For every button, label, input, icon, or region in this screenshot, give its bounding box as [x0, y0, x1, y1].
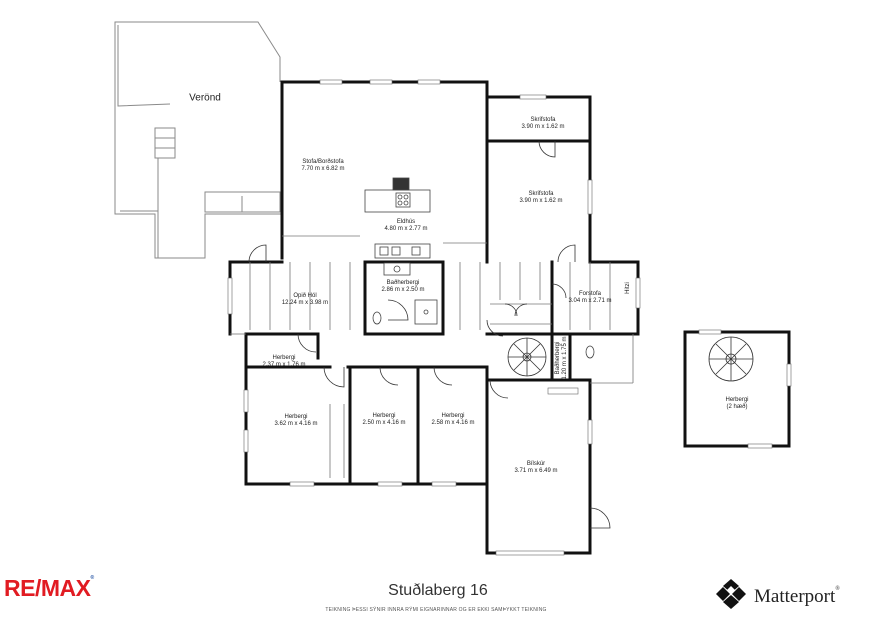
room-label-herbergi-2: Herbergi 2.50 m x 4.16 m	[362, 413, 405, 427]
room-label-bilskur: Bílskúr 3.71 m x 6.49 m	[514, 461, 557, 475]
room-label-hitzi: Hitzi	[625, 282, 631, 294]
room-label-skrifstofa: Skrifstofa 3.90 m x 1.62 m	[519, 191, 562, 205]
room-dims: 4.80 m x 2.77 m	[384, 226, 428, 232]
room-dims: 2.37 m x 1.76 m	[262, 362, 306, 368]
room-name: Herbergi	[272, 355, 296, 361]
windows	[227, 79, 792, 556]
room-name: Herbergi	[284, 414, 308, 420]
room-label-stofa: Stofa/Borðstofa 7.70 m x 6.82 m	[301, 159, 344, 173]
remax-logo: RE/MAX®	[4, 575, 94, 601]
room-label-badherbergi-2: Baðherbergi 1.20 m x 1.75 m	[555, 336, 569, 379]
room-label-herbergi-2haed: Herbergi (2 hæð)	[725, 397, 748, 411]
room-name: Opið Hól	[293, 293, 317, 299]
bathroom-fixtures	[372, 262, 595, 359]
room-label-herbergi-3: Herbergi 2.58 m x 4.16 m	[431, 413, 474, 427]
doors	[248, 140, 611, 529]
room-name: Baðherbergi	[386, 280, 420, 286]
spiral-stairs	[507, 336, 754, 382]
disclaimer-text: TEIKNING ÞESSI SÝNIR INNRA RÝMI EIGNARIN…	[325, 607, 547, 613]
room-dims: 7.70 m x 6.82 m	[301, 166, 345, 172]
room-dims: 12.24 m x 3.98 m	[281, 300, 329, 306]
room-label-badherbergi: Baðherbergi 2.86 m x 2.50 m	[381, 280, 424, 294]
room-label-verond: Verönd	[189, 92, 221, 104]
room-name: Eldhús	[396, 219, 416, 225]
kitchen-fixtures	[364, 177, 431, 259]
room-name: Skrifstofa	[528, 191, 554, 197]
room-dims: 3.90 m x 1.62 m	[521, 124, 565, 130]
room-label-eldhus: Eldhús 4.80 m x 2.77 m	[384, 219, 427, 233]
deck-outline	[114, 21, 282, 259]
interior-lines	[230, 235, 634, 478]
room-dims: (2 hæð)	[726, 404, 748, 410]
room-dims: 1.20 m x 1.75 m	[562, 336, 568, 380]
room-dims: 3.90 m x 1.62 m	[519, 198, 563, 204]
room-dims: 3.71 m x 6.49 m	[514, 468, 558, 474]
room-dims: 2.58 m x 4.16 m	[431, 420, 475, 426]
room-name: Herbergi	[725, 397, 749, 403]
room-name: Skrifstofa	[530, 117, 556, 123]
room-dims: 3.62 m x 4.16 m	[274, 421, 318, 427]
property-title: Stuðlaberg 16	[388, 582, 488, 599]
room-name: Herbergi	[372, 413, 396, 419]
room-label-skrifstofa-top: Skrifstofa 3.90 m x 1.62 m	[521, 117, 564, 131]
room-dims: 3.04 m x 2.71 m	[568, 298, 612, 304]
matterport-logo-icon	[716, 579, 746, 609]
room-label-forstofa: Forstofa 3.04 m x 2.71 m	[568, 291, 611, 305]
room-dims: 2.50 m x 4.16 m	[362, 420, 406, 426]
room-name: Bílskúr	[526, 461, 546, 467]
room-label-opid-hol: Opið Hól 12.24 m x 3.98 m	[282, 293, 328, 307]
room-name: Herbergi	[441, 413, 465, 419]
room-name: Baðherbergi	[555, 341, 561, 375]
matterport-logo-text: Matterport®	[754, 586, 840, 607]
room-label-herbergi-1: Herbergi 3.62 m x 4.16 m	[274, 414, 317, 428]
room-label-herbergi-small: Herbergi 2.37 m x 1.76 m	[262, 355, 305, 369]
room-name: Forstofa	[578, 291, 601, 297]
room-name: Stofa/Borðstofa	[302, 159, 344, 165]
room-dims: 2.86 m x 2.50 m	[381, 287, 425, 293]
